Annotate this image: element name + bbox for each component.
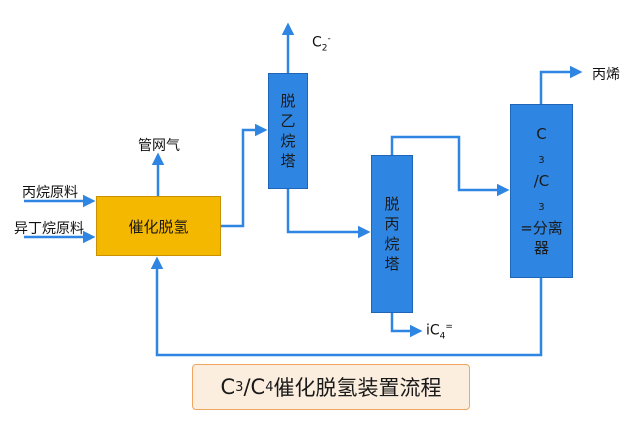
reactor-to-deethanizer-line [221,123,268,228]
propylene-overhead-arrow [539,65,583,104]
ic4-bottom-arrow [390,313,423,338]
c2-output-label: C2- [312,34,331,54]
isobutane-feed-label: 异丁烷原料 [14,221,84,237]
splitter-line-2: =分离 [520,219,563,237]
catalytic-dehydrogenation-reactor: 催化脱氢 [96,196,221,256]
deethanizer-to-depropanizer-line [286,189,371,239]
ic4-output-label: iC4= [426,322,453,342]
propane-feed-label: 丙烷原料 [22,185,78,201]
fuel-gas-label: 管网气 [138,138,180,154]
depropanizer-to-splitter-line [390,135,510,197]
deethanizer-column: 脱 乙 烷 塔 [268,73,308,189]
recycle-line [150,256,543,357]
depropanizer-column: 脱 丙 烷 塔 [371,155,413,313]
splitter-line-3: 器 [533,239,549,257]
propylene-output-label: 丙烯 [592,67,620,83]
